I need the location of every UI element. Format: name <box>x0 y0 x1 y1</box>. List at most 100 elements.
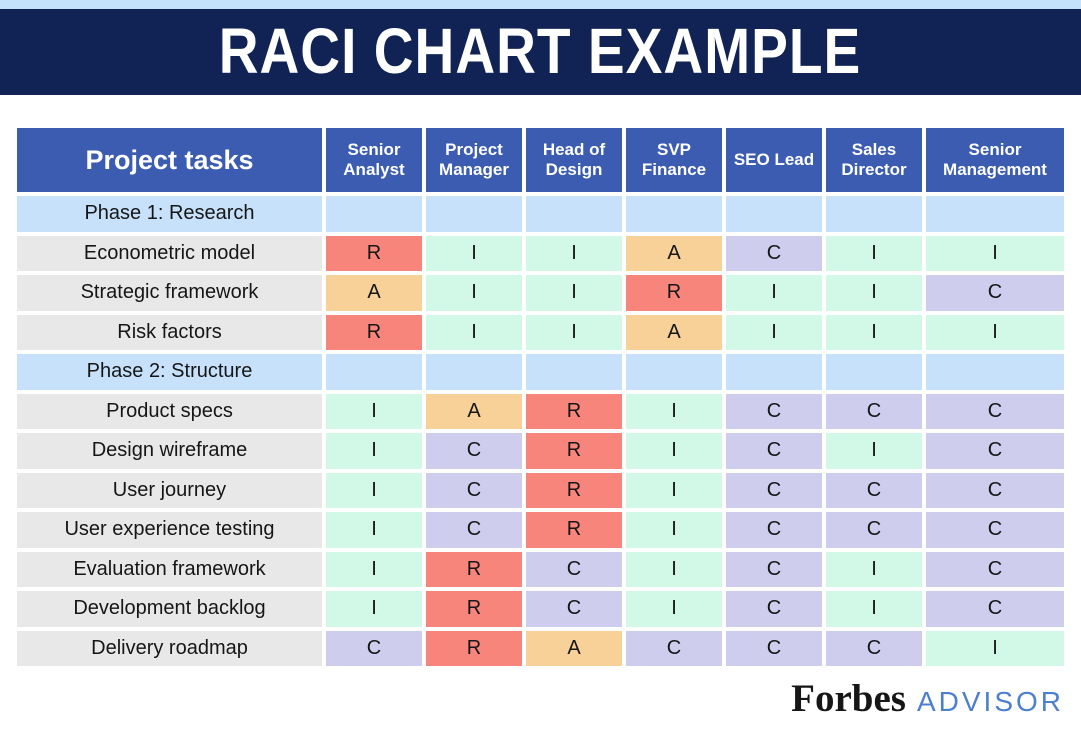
raci-cell-senior-analyst: I <box>326 393 422 429</box>
raci-cell-sales-director: C <box>826 472 922 508</box>
raci-cell-seo-lead: C <box>726 591 822 627</box>
raci-cell-project-manager: I <box>426 314 522 350</box>
raci-cell-seo-lead: I <box>726 314 822 350</box>
phase-cell <box>626 196 722 232</box>
raci-cell-head-of-design: I <box>526 275 622 311</box>
raci-cell-senior-analyst: I <box>326 433 422 469</box>
raci-cell-senior-analyst: I <box>326 512 422 548</box>
raci-cell-svp-finance: I <box>626 512 722 548</box>
raci-cell-seo-lead: C <box>726 630 822 666</box>
raci-cell-senior-management: I <box>926 314 1064 350</box>
raci-cell-senior-analyst: R <box>326 314 422 350</box>
raci-cell-sales-director: I <box>826 275 922 311</box>
phase-cell <box>726 354 822 390</box>
raci-cell-sales-director: C <box>826 630 922 666</box>
phase-cell <box>526 354 622 390</box>
raci-cell-senior-analyst: I <box>326 551 422 587</box>
raci-cell-project-manager: C <box>426 472 522 508</box>
raci-cell-senior-management: C <box>926 472 1064 508</box>
raci-cell-svp-finance: A <box>626 314 722 350</box>
page-title: RACI CHART EXAMPLE <box>219 16 862 88</box>
raci-cell-svp-finance: I <box>626 433 722 469</box>
raci-cell-project-manager: I <box>426 275 522 311</box>
column-header-svp-finance: SVP Finance <box>626 128 722 192</box>
raci-cell-svp-finance: R <box>626 275 722 311</box>
raci-cell-project-manager: A <box>426 393 522 429</box>
raci-cell-head-of-design: A <box>526 630 622 666</box>
raci-cell-head-of-design: C <box>526 551 622 587</box>
raci-cell-project-manager: I <box>426 235 522 271</box>
raci-cell-svp-finance: C <box>626 630 722 666</box>
raci-cell-seo-lead: C <box>726 393 822 429</box>
task-label: Econometric model <box>17 235 322 271</box>
raci-cell-sales-director: I <box>826 235 922 271</box>
task-label: Delivery roadmap <box>17 630 322 666</box>
raci-cell-head-of-design: R <box>526 472 622 508</box>
phase-cell <box>526 196 622 232</box>
phase-row-phase-2-structure: Phase 2: Structure <box>17 354 1064 390</box>
raci-cell-seo-lead: C <box>726 433 822 469</box>
phase-label: Phase 2: Structure <box>17 354 322 390</box>
column-header-head-of-design: Head of Design <box>526 128 622 192</box>
raci-cell-senior-analyst: C <box>326 630 422 666</box>
phase-cell <box>826 354 922 390</box>
raci-cell-senior-management: C <box>926 393 1064 429</box>
raci-cell-senior-management: C <box>926 512 1064 548</box>
column-header-sales-director: Sales Director <box>826 128 922 192</box>
raci-cell-project-manager: R <box>426 591 522 627</box>
raci-cell-seo-lead: C <box>726 472 822 508</box>
phase-cell <box>326 196 422 232</box>
phase-cell <box>826 196 922 232</box>
task-label: User experience testing <box>17 512 322 548</box>
task-label: Strategic framework <box>17 275 322 311</box>
raci-cell-svp-finance: I <box>626 551 722 587</box>
phase-cell <box>626 354 722 390</box>
raci-cell-sales-director: I <box>826 433 922 469</box>
raci-cell-svp-finance: A <box>626 235 722 271</box>
raci-cell-senior-analyst: I <box>326 472 422 508</box>
phase-row-phase-1-research: Phase 1: Research <box>17 196 1064 232</box>
raci-cell-senior-analyst: R <box>326 235 422 271</box>
raci-cell-senior-management: C <box>926 275 1064 311</box>
raci-cell-project-manager: C <box>426 433 522 469</box>
raci-cell-senior-management: I <box>926 630 1064 666</box>
raci-cell-sales-director: I <box>826 591 922 627</box>
raci-cell-head-of-design: I <box>526 235 622 271</box>
column-header-senior-analyst: Senior Analyst <box>326 128 422 192</box>
raci-cell-head-of-design: R <box>526 433 622 469</box>
phase-cell <box>426 354 522 390</box>
raci-cell-senior-management: C <box>926 591 1064 627</box>
task-label: User journey <box>17 472 322 508</box>
raci-cell-head-of-design: R <box>526 393 622 429</box>
task-label: Evaluation framework <box>17 551 322 587</box>
brand-footer: Forbes ADVISOR <box>791 676 1064 721</box>
column-header-project-tasks: Project tasks <box>17 128 322 192</box>
column-header-senior-management: Senior Management <box>926 128 1064 192</box>
raci-cell-senior-management: C <box>926 433 1064 469</box>
raci-cell-head-of-design: R <box>526 512 622 548</box>
phase-cell <box>926 354 1064 390</box>
phase-cell <box>726 196 822 232</box>
raci-cell-senior-management: I <box>926 235 1064 271</box>
phase-label: Phase 1: Research <box>17 196 322 232</box>
raci-cell-project-manager: C <box>426 512 522 548</box>
raci-cell-senior-analyst: I <box>326 591 422 627</box>
top-accent-strip <box>0 0 1081 9</box>
raci-cell-head-of-design: I <box>526 314 622 350</box>
raci-cell-head-of-design: C <box>526 591 622 627</box>
raci-cell-senior-analyst: A <box>326 275 422 311</box>
raci-cell-seo-lead: C <box>726 235 822 271</box>
task-label: Design wireframe <box>17 433 322 469</box>
phase-cell <box>326 354 422 390</box>
column-header-project-manager: Project Manager <box>426 128 522 192</box>
raci-cell-svp-finance: I <box>626 591 722 627</box>
forbes-logo: Forbes <box>791 677 906 720</box>
